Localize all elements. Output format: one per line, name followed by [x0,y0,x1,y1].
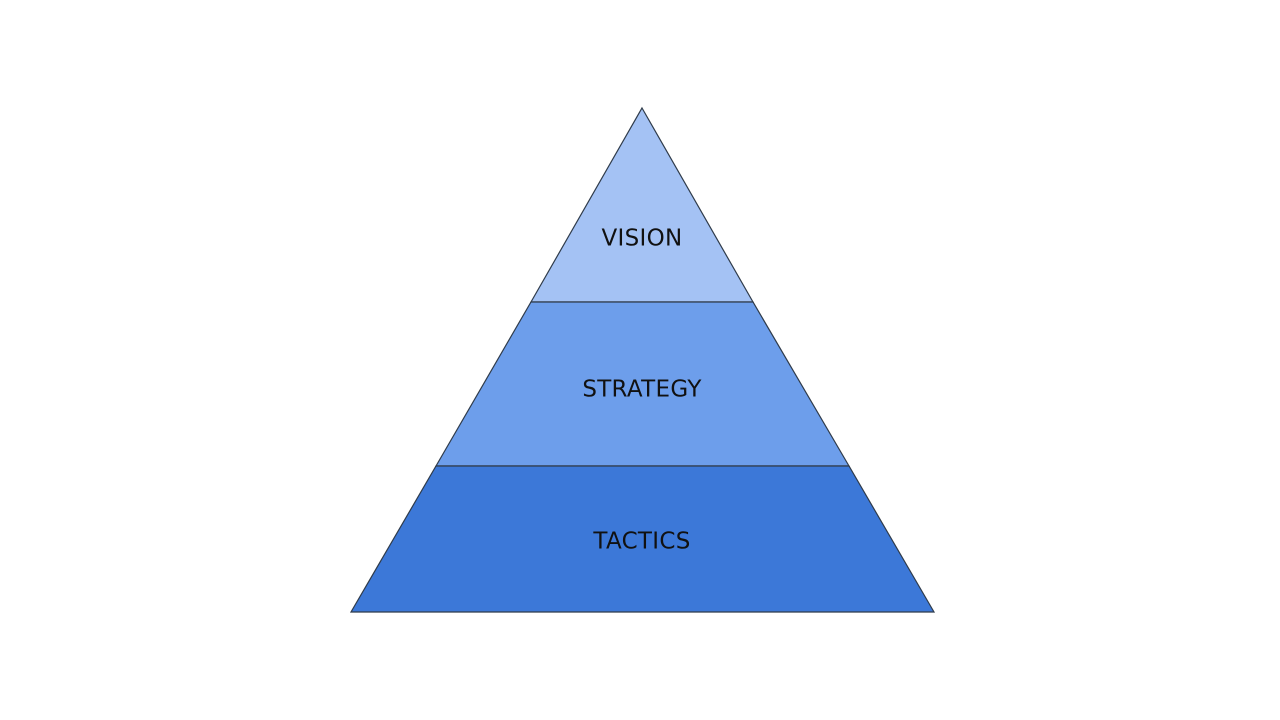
pyramid-layer-tactics[interactable] [349,465,936,613]
pyramid-layer-vision[interactable] [529,106,755,303]
pyramid-label-vision: VISION [601,226,682,252]
pyramid-label-tactics: TACTICS [592,529,690,555]
pyramid-label-strategy: STRATEGY [582,377,702,403]
